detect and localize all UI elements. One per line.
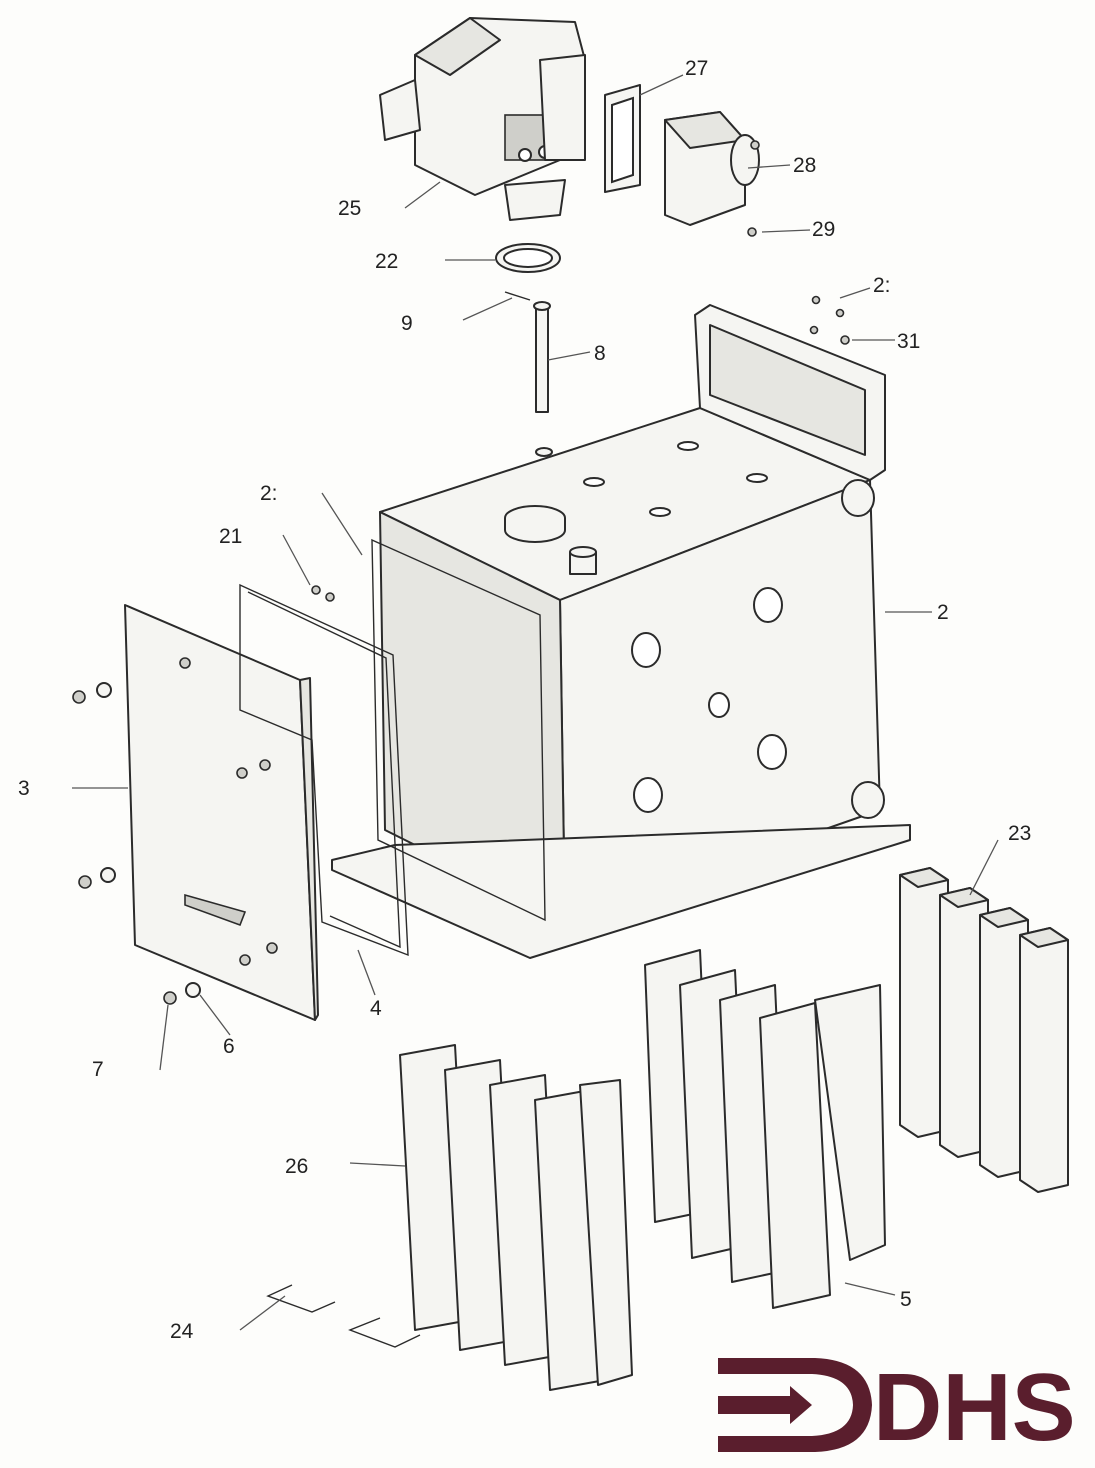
callout-6: 6 bbox=[223, 1035, 235, 1058]
door-nuts bbox=[72, 682, 201, 1005]
callout-2-left: 2: bbox=[260, 482, 278, 505]
turbulator-set-left bbox=[399, 1044, 633, 1391]
dhs-logo-text: DHS bbox=[873, 1354, 1076, 1461]
callout-4: 4 bbox=[370, 997, 382, 1020]
gasket-frame bbox=[604, 84, 641, 193]
clip-9 bbox=[504, 291, 531, 301]
callout-24: 24 bbox=[170, 1320, 194, 1343]
dhs-logo: DHS bbox=[718, 1354, 1076, 1461]
burner-unit bbox=[379, 17, 586, 221]
callout-29: 29 bbox=[812, 218, 835, 241]
screws-top bbox=[809, 295, 850, 345]
insulation-blocks bbox=[899, 867, 1069, 1193]
callout-25: 25 bbox=[338, 197, 361, 220]
air-box bbox=[664, 111, 760, 226]
door-gasket bbox=[239, 583, 409, 957]
callout-27: 27 bbox=[685, 57, 708, 80]
seal-ring bbox=[495, 243, 561, 273]
callout-23: 23 bbox=[1008, 822, 1031, 845]
screw-29 bbox=[747, 227, 757, 237]
callout-28: 28 bbox=[793, 154, 816, 177]
callout-labels: 25 27 28 29 22 9 8 2: 31 2: 21 2 3 4 6 7… bbox=[18, 57, 1031, 1343]
callout-9: 9 bbox=[401, 312, 413, 335]
sensor-tube bbox=[533, 301, 551, 413]
turbulator-set-right bbox=[644, 949, 886, 1309]
callout-31: 31 bbox=[897, 330, 920, 353]
callout-7: 7 bbox=[92, 1058, 104, 1081]
brackets bbox=[266, 1284, 421, 1348]
door-plate bbox=[124, 604, 319, 1021]
callout-5: 5 bbox=[900, 1288, 912, 1311]
callout-26: 26 bbox=[285, 1155, 308, 1178]
leader-lines bbox=[72, 74, 999, 1331]
callout-8: 8 bbox=[594, 342, 606, 365]
screws-left bbox=[311, 585, 335, 602]
callout-3: 3 bbox=[18, 777, 30, 800]
boiler-body bbox=[331, 304, 911, 959]
callout-2: 2 bbox=[937, 601, 949, 624]
callout-22: 22 bbox=[375, 250, 398, 273]
callout-2-top: 2: bbox=[873, 274, 891, 297]
dhs-logo-mark bbox=[718, 1358, 872, 1452]
callout-21: 21 bbox=[219, 525, 242, 548]
